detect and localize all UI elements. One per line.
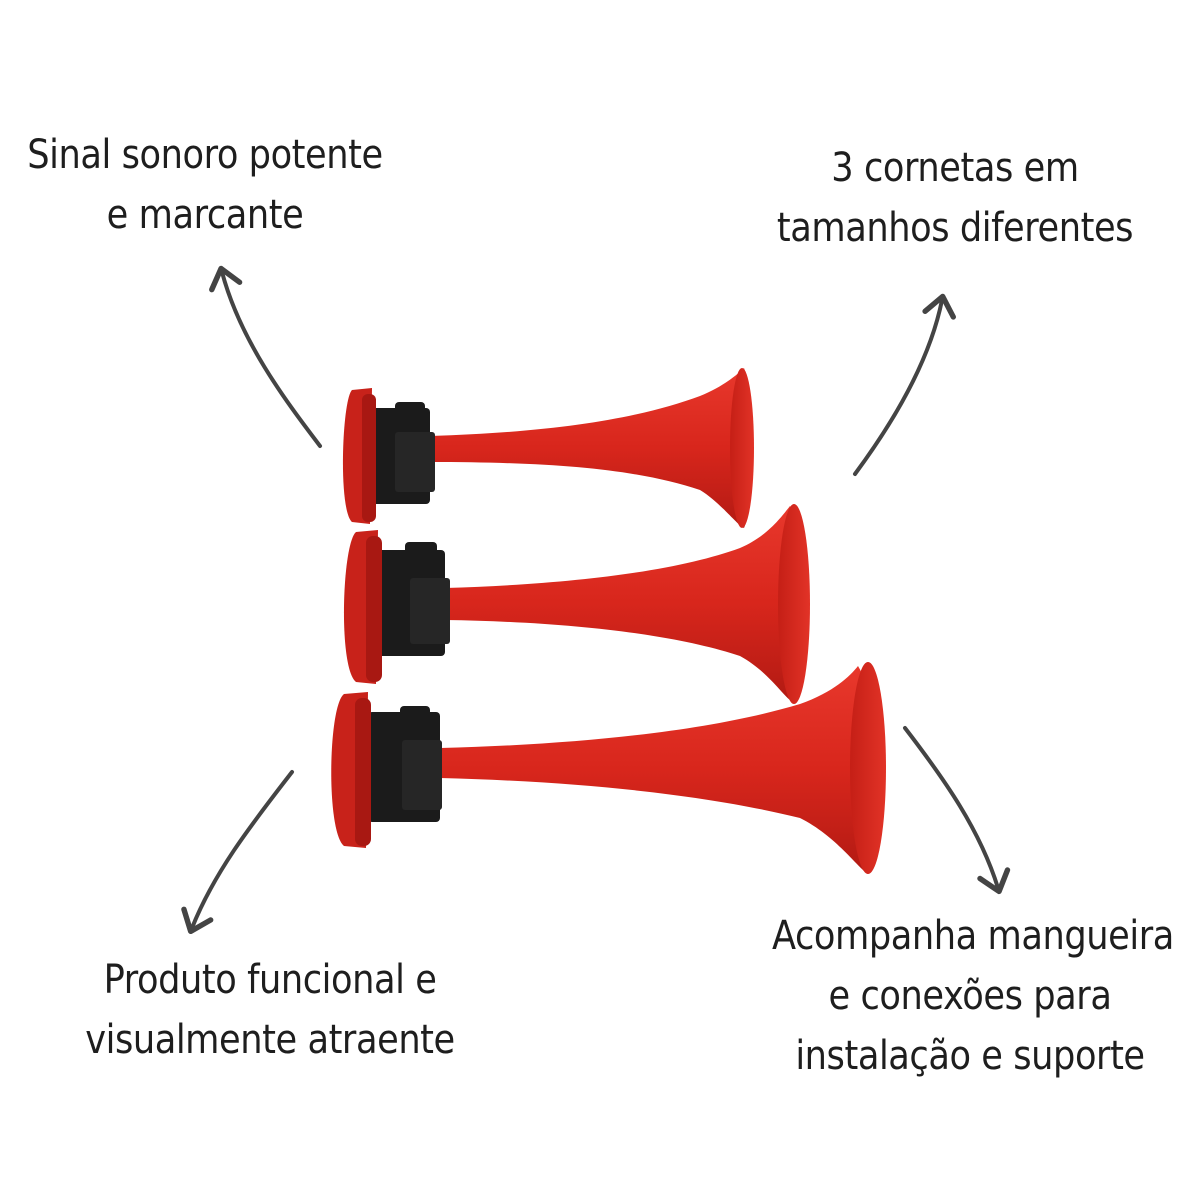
- arrow-top-right: [853, 293, 956, 476]
- caption-bottom-left: Produto funcional e visualmente atraente: [85, 950, 455, 1070]
- horn-large: [331, 662, 886, 874]
- caption-line: Produto funcional e: [103, 957, 437, 1003]
- horn-medium: [343, 504, 810, 704]
- caption-top-right: 3 cornetas em tamanhos diferentes: [775, 138, 1136, 258]
- caption-line: e conexões para: [828, 973, 1112, 1019]
- arrow-bottom-left: [181, 770, 294, 935]
- caption-line: Sinal sonoro potente: [27, 132, 383, 178]
- caption-line: instalação e suporte: [795, 1033, 1145, 1079]
- horn-small: [342, 368, 754, 528]
- caption-top-left: Sinal sonoro potente e marcante: [25, 125, 386, 245]
- caption-line: e marcante: [106, 192, 304, 238]
- caption-line: Acompanha mangueira: [772, 913, 1174, 959]
- arrow-top-left: [209, 265, 322, 448]
- caption-bottom-right: Acompanha mangueira e conexões para inst…: [772, 906, 1174, 1086]
- arrow-bottom-right: [903, 726, 1011, 895]
- caption-line: visualmente atraente: [85, 1017, 455, 1063]
- caption-line: tamanhos diferentes: [776, 205, 1134, 251]
- caption-line: 3 cornetas em: [831, 145, 1079, 191]
